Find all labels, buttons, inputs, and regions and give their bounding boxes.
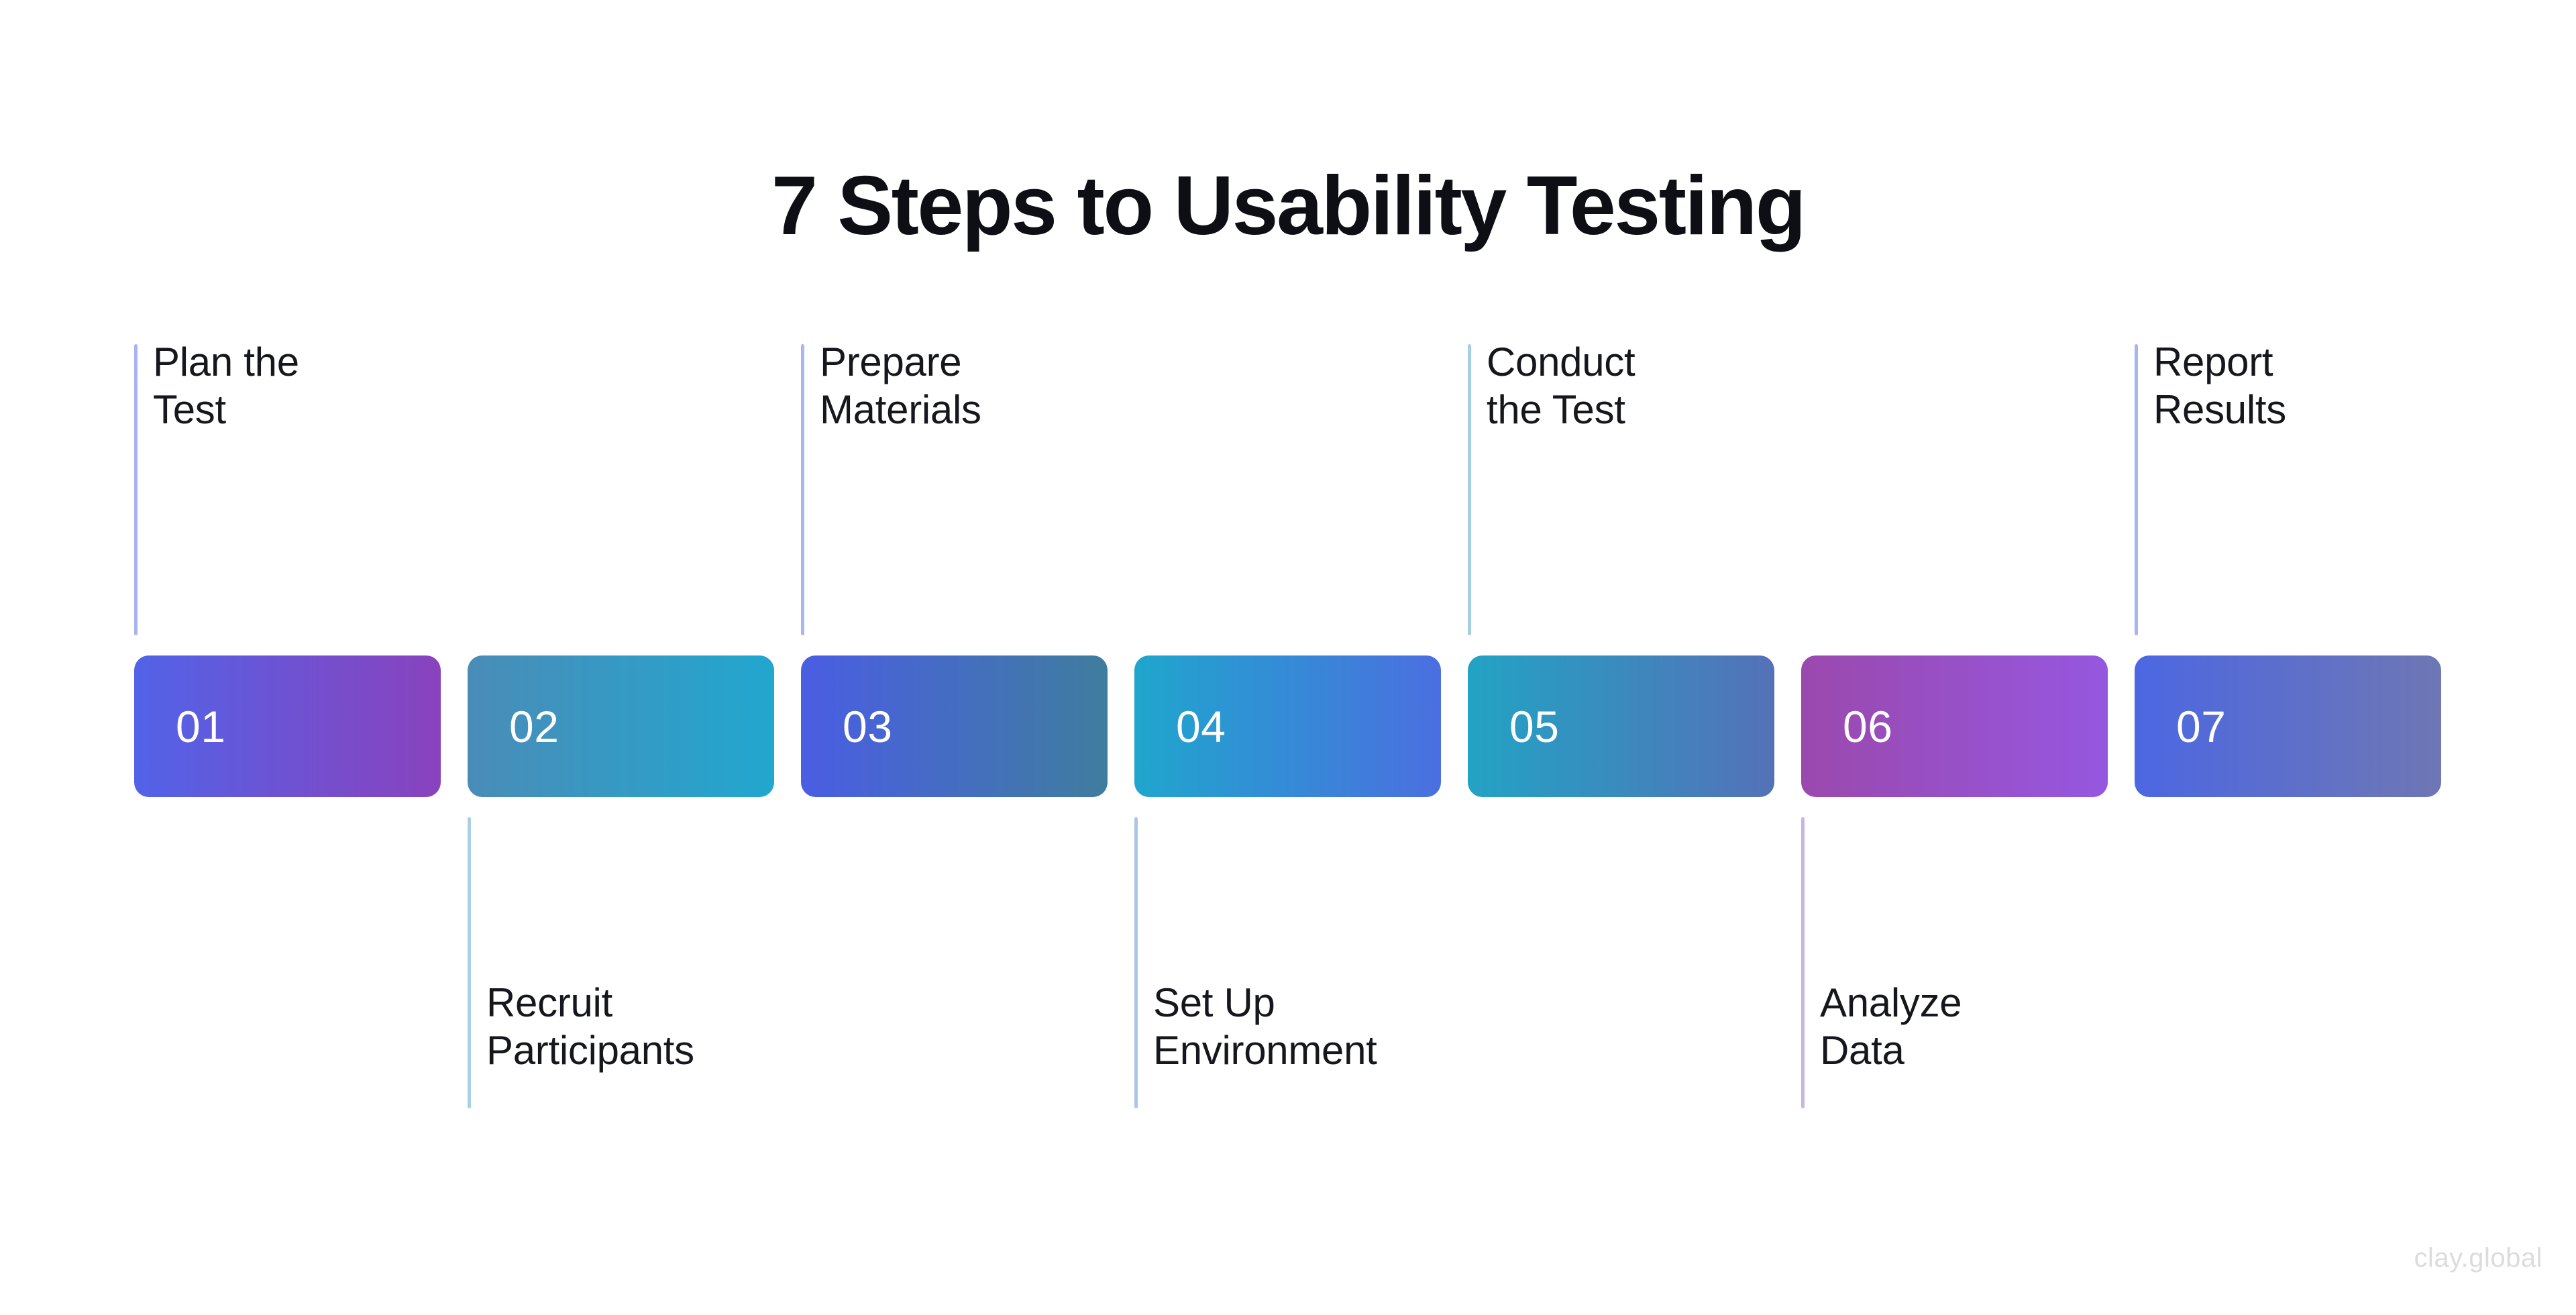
step-label-06: Analyze Data bbox=[1820, 980, 1962, 1073]
connector-line-02 bbox=[468, 817, 471, 1108]
step-label-07: Report Results bbox=[2153, 339, 2286, 432]
step-box-06[interactable]: 06 bbox=[1801, 655, 2108, 797]
step-number-07: 07 bbox=[2176, 701, 2226, 751]
step-number-04: 04 bbox=[1176, 701, 1226, 751]
step-box-02[interactable]: 02 bbox=[468, 655, 774, 797]
step-label-04: Set Up Environment bbox=[1153, 980, 1377, 1073]
step-box-04[interactable]: 04 bbox=[1134, 655, 1441, 797]
step-label-01: Plan the Test bbox=[153, 339, 299, 432]
page-title: 7 Steps to Usability Testing bbox=[771, 160, 1807, 253]
step-number-05: 05 bbox=[1509, 701, 1560, 751]
step-box-07[interactable]: 07 bbox=[2135, 655, 2441, 797]
watermark: clay.global bbox=[2414, 1243, 2542, 1273]
connector-line-03 bbox=[801, 344, 804, 635]
step-box-03[interactable]: 03 bbox=[801, 655, 1108, 797]
connector-line-01 bbox=[134, 344, 138, 635]
connector-line-07 bbox=[2135, 344, 2138, 635]
connector-line-06 bbox=[1801, 817, 1805, 1108]
connector-line-05 bbox=[1468, 344, 1471, 635]
timeline-track: 01 02 03 04 05 06 07 bbox=[134, 655, 2442, 797]
step-box-05[interactable]: 05 bbox=[1468, 655, 1774, 797]
step-label-03: Prepare Materials bbox=[820, 339, 981, 432]
step-number-03: 03 bbox=[843, 701, 893, 751]
step-number-01: 01 bbox=[176, 701, 226, 751]
step-number-02: 02 bbox=[509, 701, 559, 751]
step-label-05: Conduct the Test bbox=[1487, 339, 1635, 432]
step-label-02: Recruit Participants bbox=[486, 980, 694, 1073]
connector-line-04 bbox=[1134, 817, 1138, 1108]
step-number-06: 06 bbox=[1843, 701, 1893, 751]
step-box-01[interactable]: 01 bbox=[134, 655, 441, 797]
